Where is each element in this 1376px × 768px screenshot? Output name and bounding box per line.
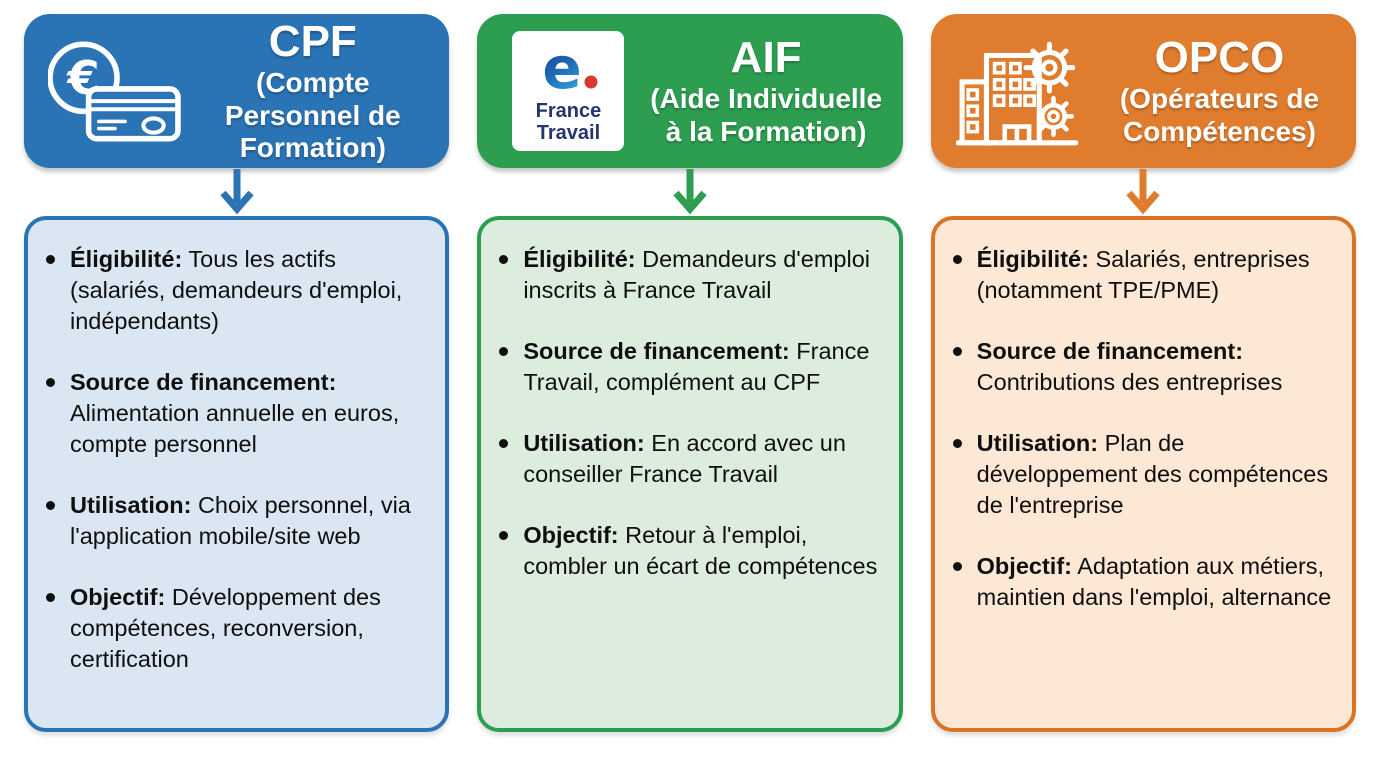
bullet-text: Salariés, entreprises (notamment TPE/PME…	[976, 246, 1310, 304]
bullet-label: Objectif:	[70, 584, 166, 611]
cpf-header: € CPF (Compte Personnel de Formation)	[24, 14, 450, 168]
cpf-arrow-down-icon	[24, 168, 449, 216]
bullet-label: Éligibilité:	[70, 246, 183, 272]
opco-subtitle: (Opérateurs de Compétences)	[1119, 83, 1320, 147]
bullet-item: Objectif: Adaptation aux métiers, mainti…	[947, 551, 1338, 613]
bullet-item: Source de financement: Alimentation annu…	[40, 367, 431, 460]
logo-line1: France	[535, 99, 602, 122]
bullet-item: Éligibilité: Salariés, entreprises (nota…	[947, 244, 1338, 306]
bullet-label: Éligibilité:	[976, 246, 1089, 272]
cpf-bullet-list: Éligibilité: Tous les actifs (salariés, …	[40, 244, 431, 675]
bullet-item: Objectif: Développement des compétences,…	[40, 582, 431, 675]
aif-title: AIF	[730, 32, 802, 82]
bullet-label: Utilisation:	[70, 492, 192, 519]
bullet-label: Objectif:	[976, 553, 1072, 580]
opco-header-text: OPCO (Opérateurs de Compétences)	[1095, 34, 1344, 148]
bullet-label: Utilisation:	[523, 430, 645, 457]
cpf-subtitle: (Compte Personnel de Formation)	[224, 67, 401, 163]
bullet-label: Source de financement:	[976, 338, 1244, 365]
bullet-item: Objectif: Retour à l'emploi, combler un …	[493, 520, 884, 582]
bullet-text: En accord avec un conseiller France Trav…	[523, 430, 846, 488]
opco-bullet-list: Éligibilité: Salariés, entreprises (nota…	[947, 244, 1338, 613]
france-travail-logo-text: France Travail	[535, 99, 602, 144]
bullet-text: Adaptation aux métiers, maintien dans l'…	[976, 553, 1332, 611]
opco-arrow-down-icon	[931, 168, 1356, 216]
building-gears-icon	[949, 35, 1095, 147]
logo-red-dot	[584, 75, 598, 89]
bullet-item: Utilisation: Plan de développement des c…	[947, 428, 1338, 521]
bullet-item: Utilisation: Choix personnel, via l'appl…	[40, 490, 431, 552]
france-travail-logo-box: e France Travail	[512, 31, 625, 151]
bullet-label: Source de financement:	[523, 338, 790, 365]
euro-coin-card-icon: €	[42, 40, 188, 142]
aif-header-text: AIF (Aide Individuelle à la Formation)	[642, 34, 891, 148]
bullet-text: Demandeurs d'emploi inscrits à France Tr…	[523, 246, 870, 304]
cpf-header-text: CPF (Compte Personnel de Formation)	[188, 18, 437, 165]
bullet-text: Contributions des entreprises	[976, 369, 1283, 396]
cpf-title: CPF	[268, 16, 357, 66]
bullet-text: Alimentation annuelle en euros, compte p…	[70, 400, 400, 458]
bullet-item: Utilisation: En accord avec un conseille…	[493, 428, 884, 490]
bullet-text: France Travail, complément au CPF	[523, 338, 870, 396]
bullet-label: Objectif:	[523, 522, 619, 549]
column-opco: OPCO (Opérateurs de Compétences) Éligibi…	[930, 14, 1356, 732]
aif-details-panel: Éligibilité: Demandeurs d'emploi inscrit…	[477, 216, 903, 732]
logo-line2: Travail	[536, 121, 601, 144]
aif-subtitle: (Aide Individuelle à la Formation)	[650, 83, 883, 147]
aif-header: e France Travail AIF (Aide Individuelle …	[477, 14, 903, 168]
bullet-text: Plan de développement des compétences de…	[976, 430, 1329, 519]
bullet-item: Éligibilité: Demandeurs d'emploi inscrit…	[493, 244, 884, 306]
aif-bullet-list: Éligibilité: Demandeurs d'emploi inscrit…	[493, 244, 884, 582]
bullet-label: Source de financement:	[70, 369, 337, 396]
france-travail-logo: e France Travail	[495, 31, 641, 151]
bullet-text: Choix personnel, via l'application mobil…	[70, 492, 411, 550]
bullet-label: Utilisation:	[976, 430, 1099, 457]
opco-details-panel: Éligibilité: Salariés, entreprises (nota…	[930, 216, 1356, 732]
bullet-item: Source de financement: Contributions des…	[947, 336, 1338, 398]
bullet-text: Tous les actifs (salariés, demandeurs d'…	[70, 246, 403, 335]
opco-header: OPCO (Opérateurs de Compétences)	[930, 14, 1356, 168]
column-aif: e France Travail AIF (Aide Individuelle …	[477, 14, 903, 732]
bullet-label: Éligibilité:	[523, 246, 636, 272]
bullet-text: Retour à l'emploi, combler un écart de c…	[523, 522, 878, 580]
svg-text:e: e	[543, 38, 582, 100]
opco-title: OPCO	[1154, 32, 1285, 82]
column-cpf: € CPF (Compte Personnel de Formation)	[24, 14, 450, 732]
france-travail-e-mark: e	[543, 38, 598, 100]
aif-arrow-down-icon	[477, 168, 902, 216]
bullet-item: Source de financement: France Travail, c…	[493, 336, 884, 398]
cpf-details-panel: Éligibilité: Tous les actifs (salariés, …	[24, 216, 450, 732]
bullet-item: Éligibilité: Tous les actifs (salariés, …	[40, 244, 431, 337]
bullet-text: Développement des compétences, reconvers…	[70, 584, 381, 673]
